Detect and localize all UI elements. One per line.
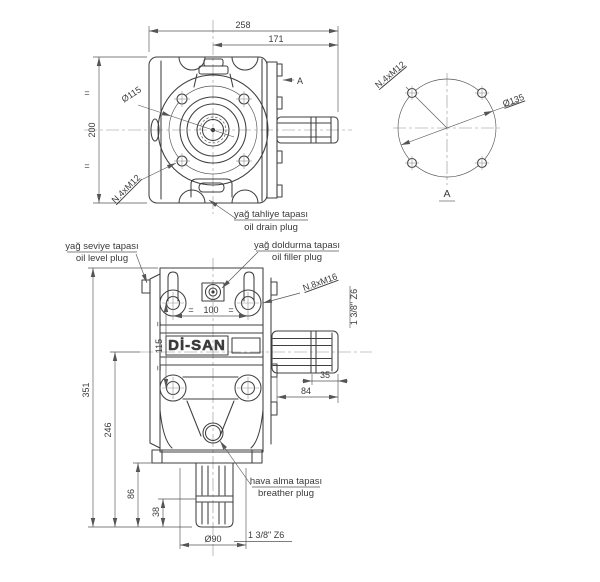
dim-spline-end-length: 35 <box>320 370 330 380</box>
top-view-dimensions: 258 171 200 = = Ø115 N.4xM12 A <box>84 20 339 206</box>
bolt-hole <box>475 86 489 100</box>
oil-level-plug <box>141 279 151 294</box>
gearbox-body-front <box>141 267 264 453</box>
dim-side-shaft-length: 84 <box>301 386 311 396</box>
equal-mark: = <box>188 305 193 315</box>
flange-bolt-holes-top <box>174 91 252 169</box>
dim-groove-to-end: 38 <box>151 507 161 517</box>
oil-filler-plug-label: yağ doldurma tapası oil filler plug <box>221 240 340 289</box>
bolt-hole <box>236 153 252 169</box>
level-label-turkish: yağ seviye tapası <box>65 241 138 252</box>
dim-flange-to-shaft-end: 86 <box>126 489 136 499</box>
dim-spigot-diameter: Ø90 <box>204 534 221 544</box>
oil-filler-plug <box>201 282 225 302</box>
dim-total-height: 351 <box>81 382 91 397</box>
top-view: 258 171 200 = = Ø115 N.4xM12 A yağ tahli… <box>84 20 352 233</box>
breather-plug <box>202 422 224 444</box>
pto-shaft-side-topview <box>276 116 339 144</box>
oil-level-plug-label: yağ seviye tapası oil level plug <box>65 241 148 284</box>
oil-drain-plug-boss <box>190 178 233 198</box>
bolt-hole <box>236 91 252 107</box>
brand-plate: Dİ-SAN <box>165 335 261 356</box>
brand-logo: Dİ-SAN <box>168 337 226 354</box>
bolt-hole <box>405 86 419 100</box>
input-flange-circles <box>157 74 269 186</box>
dim-body-height: 200 <box>87 122 97 137</box>
front-view: Dİ-SAN <box>65 240 372 556</box>
pto-shaft-side-frontview <box>271 330 339 374</box>
breather-label-english: breather plug <box>258 488 314 499</box>
equal-mark: = <box>228 305 233 315</box>
bolt-circle-135 <box>397 78 497 178</box>
bottom-flange <box>151 449 263 464</box>
lower-bolt-bosses <box>159 374 262 402</box>
dim-bolt-spec-view-a: N.4xM12 <box>373 59 407 90</box>
dim-bolt-circle-diameter: Ø135 <box>501 92 525 109</box>
filler-label-english: oil filler plug <box>272 252 322 263</box>
side-mounting-plate-front <box>270 277 278 445</box>
dim-bolt-spacing-v: 115 <box>154 339 164 353</box>
level-label-english: oil level plug <box>76 253 128 264</box>
breather-plug-label: hava alma tapası breather plug <box>219 440 322 499</box>
dim-bolt-spacing-h: 100 <box>203 305 218 315</box>
dim-bolt-spec-front: N.8xM16 <box>301 271 338 293</box>
top-plug-boss <box>193 58 234 88</box>
dim-flange-diameter: Ø115 <box>120 84 143 104</box>
drain-label-turkish: yağ tahliye tapası <box>234 209 308 220</box>
spline-spec-bottom: 1 3/8" Z6 <box>248 530 284 540</box>
oil-drain-plug-label: yağ tahliye tapası oil drain plug <box>208 199 308 233</box>
spline-spec-side: 1 3/8" Z6 <box>349 289 359 325</box>
equal-mark: = <box>84 88 89 98</box>
drain-label-english: oil drain plug <box>244 222 298 233</box>
breather-label-turkish: hava alma tapası <box>250 476 322 487</box>
front-view-dimensions: 351 246 86 38 Ø90 1 3/8" Z6 100 = = 115 … <box>81 267 359 549</box>
equal-mark: = <box>154 365 164 370</box>
view-a: Ø135 N.4xM12 A <box>373 59 525 202</box>
bolt-hole <box>174 153 190 169</box>
dim-bolt-spec-top: N.4xM12 <box>110 173 143 206</box>
pto-shaft-bottom <box>195 462 234 528</box>
equal-mark: = <box>84 161 89 171</box>
filler-label-turkish: yağ doldurma tapası <box>254 240 340 251</box>
view-direction-arrow-label: A <box>297 76 303 86</box>
dim-overall-width: 258 <box>235 20 250 30</box>
equal-mark: = <box>154 321 164 326</box>
bolt-hole <box>174 91 190 107</box>
dim-axis-to-shaft-end: 246 <box>103 422 113 437</box>
bolt-hole <box>475 156 489 170</box>
view-a-bolt-holes <box>405 86 489 170</box>
bolt-hole <box>405 156 419 170</box>
view-a-title: A <box>443 188 450 200</box>
front-view-centerlines <box>140 258 372 556</box>
dim-center-to-shaft-end: 171 <box>268 34 283 44</box>
